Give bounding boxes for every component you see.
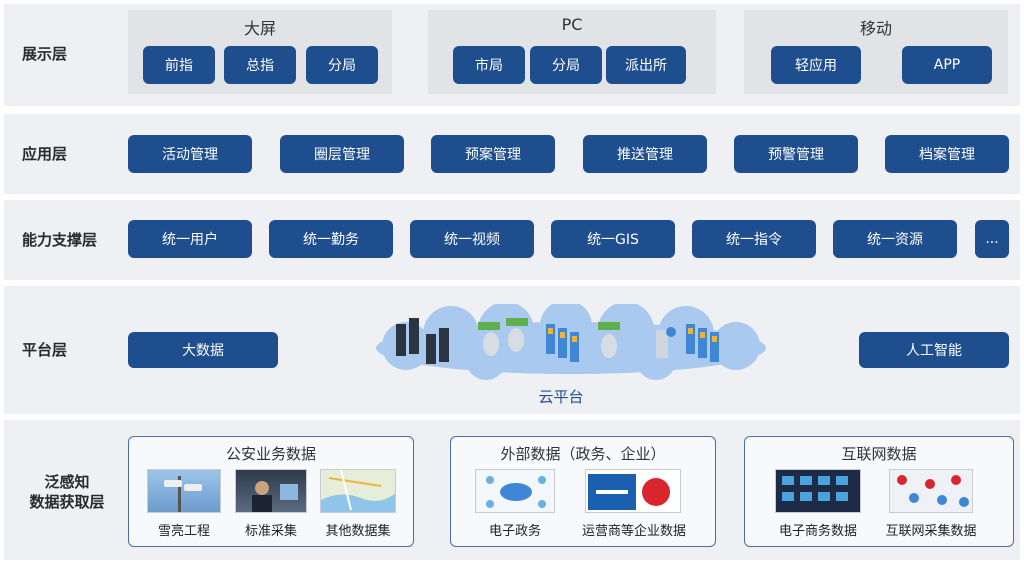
button-light-app[interactable]: 轻应用 (771, 46, 861, 84)
capability-layer: 能力支撑层 统一用户 统一勤务 统一视频 统一GIS 统一指令 统一资源 ... (4, 200, 1020, 280)
button-front-command[interactable]: 前指 (143, 46, 215, 84)
other-dataset-map-image (320, 469, 396, 513)
box-title: 外部数据（政务、企业） (500, 445, 666, 463)
caption-e-government: 电子政务 (488, 524, 541, 539)
application-layer-label: 应用层 (22, 145, 68, 163)
application-layer: 应用层 活动管理 圈层管理 预案管理 推送管理 预警管理 档案管理 (4, 114, 1020, 194)
police-business-data-box: 公安业务数据 雪亮工程 标准采集 其他数据集 (128, 436, 414, 547)
button-plan-management[interactable]: 预案管理 (431, 135, 555, 173)
group-mobile: 移动 轻应用 APP (744, 10, 1008, 94)
button-unified-user[interactable]: 统一用户 (128, 220, 252, 258)
surveillance-camera-image (147, 469, 221, 513)
box-title: 互联网数据 (841, 445, 917, 463)
button-city-bureau[interactable]: 市局 (453, 46, 525, 84)
cloud-platform-graphic (376, 304, 766, 380)
display-layer-label: 展示层 (22, 45, 68, 63)
group-title: PC (561, 15, 583, 34)
button-branch-bureau[interactable]: 分局 (306, 46, 378, 84)
e-commerce-image (775, 469, 861, 513)
caption-operator-enterprise-data: 运营商等企业数据 (581, 524, 686, 539)
button-police-station[interactable]: 派出所 (606, 46, 686, 84)
platform-layer: 平台层 大数据 人工智能 (4, 286, 1020, 414)
box-title: 公安业务数据 (225, 445, 316, 463)
standard-collection-image (235, 469, 307, 513)
group-pc: PC 市局 分局 派出所 (428, 10, 716, 94)
data-acquisition-layer: 泛感知 数据获取层 公安业务数据 雪亮工程 标准采集 其他数据集 外部数据（政务… (4, 420, 1020, 560)
caption-e-commerce-data: 电子商务数据 (778, 524, 857, 539)
platform-layer-label: 平台层 (22, 341, 68, 359)
button-big-data[interactable]: 大数据 (128, 332, 278, 368)
external-data-box: 外部数据（政务、企业） 电子政务 运营商等企业数据 (450, 436, 716, 547)
capability-layer-label: 能力支撑层 (22, 231, 98, 249)
button-activity-management[interactable]: 活动管理 (128, 135, 252, 173)
internet-collection-image (889, 469, 973, 513)
button-unified-duty[interactable]: 统一勤务 (269, 220, 393, 258)
button-archive-management[interactable]: 档案管理 (885, 135, 1009, 173)
group-title: 移动 (859, 19, 892, 38)
button-unified-gis[interactable]: 统一GIS (551, 220, 675, 258)
group-big-screen: 大屏 前指 总指 分局 (128, 10, 392, 94)
button-more[interactable]: ... (975, 220, 1009, 258)
caption-xueliang: 雪亮工程 (157, 524, 210, 539)
button-app[interactable]: APP (902, 46, 992, 84)
caption-other-datasets: 其他数据集 (325, 524, 391, 539)
group-title: 大屏 (243, 19, 276, 38)
button-general-command[interactable]: 总指 (224, 46, 296, 84)
internet-data-box: 互联网数据 电子商务数据 互联网采集数据 (744, 436, 1014, 547)
button-branch-bureau[interactable]: 分局 (530, 46, 602, 84)
caption-standard-collection: 标准采集 (244, 524, 297, 539)
cloud-platform-label: 云平台 (538, 388, 584, 406)
caption-internet-collection-data: 互联网采集数据 (885, 524, 977, 539)
button-unified-video[interactable]: 统一视频 (410, 220, 534, 258)
button-unified-resource[interactable]: 统一资源 (833, 220, 957, 258)
telecom-operator-logo-image (585, 469, 681, 513)
data-layer-label-line1: 泛感知 (44, 473, 90, 491)
e-government-image (475, 469, 555, 513)
button-alert-management[interactable]: 预警管理 (734, 135, 858, 173)
data-layer-label-line2: 数据获取层 (29, 493, 105, 511)
button-unified-command[interactable]: 统一指令 (692, 220, 816, 258)
button-ai[interactable]: 人工智能 (859, 332, 1009, 368)
button-push-management[interactable]: 推送管理 (583, 135, 707, 173)
display-layer: 展示层 大屏 前指 总指 分局 PC 市局 分局 派出所 移动 轻应用 APP (4, 4, 1020, 106)
button-circle-management[interactable]: 圈层管理 (280, 135, 404, 173)
